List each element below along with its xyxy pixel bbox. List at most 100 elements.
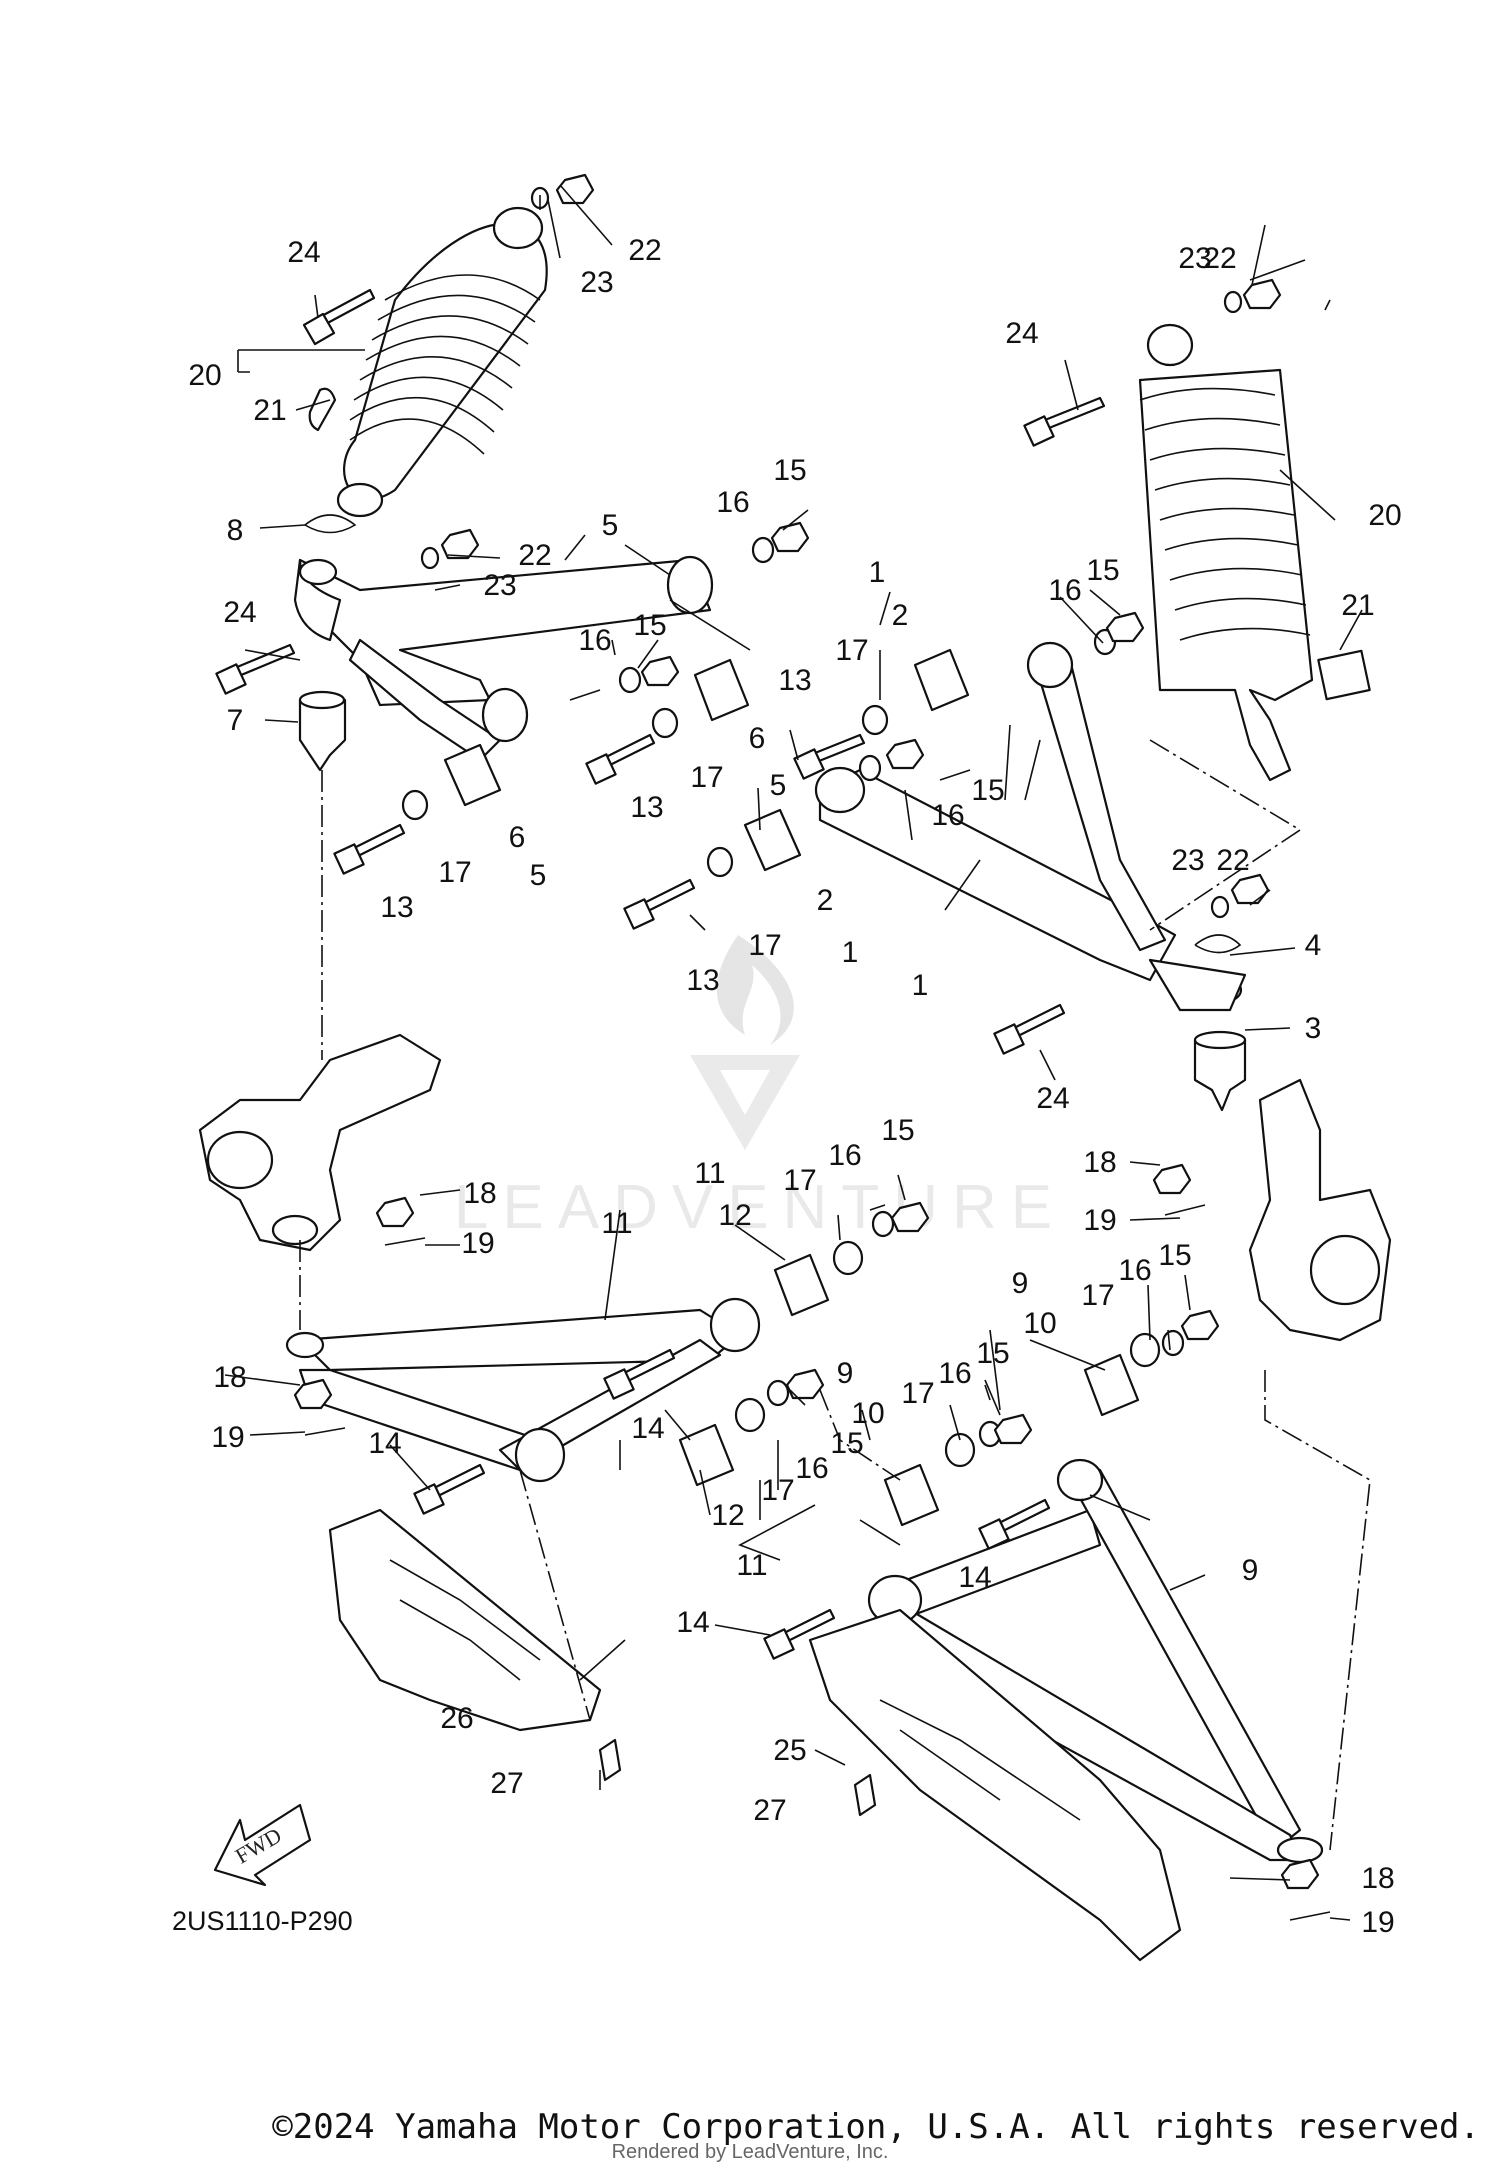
lower-arm-right xyxy=(867,1458,1324,1864)
callout-15: 15 xyxy=(1086,554,1119,587)
ball-joint-3 xyxy=(1193,1030,1247,1112)
callout-15: 15 xyxy=(971,774,1004,807)
callout-17: 17 xyxy=(783,1164,816,1197)
callout-3: 3 xyxy=(1305,1012,1322,1045)
callout-11: 11 xyxy=(736,1549,767,1582)
callout-14: 14 xyxy=(631,1412,664,1445)
callout-6: 6 xyxy=(509,821,526,854)
callout-20: 20 xyxy=(1368,499,1401,532)
callout-23: 23 xyxy=(1171,844,1204,877)
callout-13: 13 xyxy=(630,791,663,824)
callout-16: 16 xyxy=(1048,574,1081,607)
callout-7: 7 xyxy=(227,704,244,737)
callout-25: 25 xyxy=(773,1734,806,1767)
callout-15: 15 xyxy=(1158,1239,1191,1272)
callout-18: 18 xyxy=(1361,1862,1394,1895)
callout-14: 14 xyxy=(958,1561,991,1594)
callout-15: 15 xyxy=(773,454,806,487)
callout-18: 18 xyxy=(1083,1146,1116,1179)
callout-13: 13 xyxy=(686,964,719,997)
callout-1: 1 xyxy=(869,556,886,589)
callout-5: 5 xyxy=(530,859,547,892)
leadventure-logo-icon xyxy=(690,935,800,1150)
callout-21: 21 xyxy=(1341,589,1374,622)
callout-23-right: 23 xyxy=(1178,242,1211,275)
callout-27: 27 xyxy=(490,1767,523,1800)
callout-23: 23 xyxy=(580,266,613,299)
knuckle-right xyxy=(1248,1078,1392,1342)
ball-joint-7 xyxy=(298,690,347,772)
callout-26: 26 xyxy=(440,1702,473,1735)
callout-16: 16 xyxy=(578,624,611,657)
callout-1: 1 xyxy=(912,969,929,1002)
callout-8: 8 xyxy=(227,514,244,547)
callout-16: 16 xyxy=(1118,1254,1151,1287)
copyright-notice: ©2024 Yamaha Motor Corporation, U.S.A. A… xyxy=(272,2107,1480,2147)
circlip-8 xyxy=(304,514,357,534)
callout-24: 24 xyxy=(287,236,320,269)
callout-13: 13 xyxy=(778,664,811,697)
callout-16: 16 xyxy=(716,486,749,519)
knuckle-left xyxy=(198,1033,442,1252)
callout-19: 19 xyxy=(211,1421,244,1454)
watermark-text: LEADVENTURE xyxy=(454,1173,1066,1242)
callout-5: 5 xyxy=(602,509,619,542)
callout-14: 14 xyxy=(368,1427,401,1460)
callout-labels: 24 22 23 20 21 8 5 22 23 24 7 16 15 16 1… xyxy=(188,234,1401,1939)
callout-9: 9 xyxy=(1012,1267,1029,1300)
callout-14: 14 xyxy=(676,1606,709,1639)
callout-4: 4 xyxy=(1305,929,1322,962)
callout-10: 10 xyxy=(851,1397,884,1430)
callout-17: 17 xyxy=(835,634,868,667)
leadventure-watermark: LEADVENTURE xyxy=(454,935,1066,1242)
callout-17: 17 xyxy=(1081,1279,1114,1312)
callout-12: 12 xyxy=(718,1199,751,1232)
callout-16: 16 xyxy=(828,1139,861,1172)
diagram-code: 2US1110-P290 xyxy=(172,1906,353,1936)
callout-24: 24 xyxy=(1005,317,1038,350)
guard-left-26 xyxy=(328,1508,602,1732)
callout-19: 19 xyxy=(1361,1906,1394,1939)
callout-17: 17 xyxy=(438,856,471,889)
leader-lines xyxy=(224,184,1363,1921)
callout-19: 19 xyxy=(1083,1204,1116,1237)
callout-6: 6 xyxy=(749,722,766,755)
callout-17: 17 xyxy=(901,1377,934,1410)
callout-2: 2 xyxy=(892,599,909,632)
hardware-small-parts xyxy=(215,173,1331,1921)
centerlines xyxy=(299,739,1371,1851)
callout-24: 24 xyxy=(1036,1082,1069,1115)
callout-22: 22 xyxy=(1216,844,1249,877)
callout-22: 22 xyxy=(518,539,551,572)
callout-16: 16 xyxy=(931,799,964,832)
callout-9: 9 xyxy=(1242,1554,1259,1587)
callout-10: 10 xyxy=(1023,1307,1056,1340)
callout-20: 20 xyxy=(188,359,221,392)
callout-22: 22 xyxy=(1203,242,1236,275)
callout-15: 15 xyxy=(830,1427,863,1460)
callout-2: 2 xyxy=(817,884,834,917)
callout-11: 11 xyxy=(601,1207,632,1240)
callout-21: 21 xyxy=(253,394,286,427)
callout-16: 16 xyxy=(795,1452,828,1485)
circlip-4 xyxy=(1194,934,1242,954)
callout-17: 17 xyxy=(690,761,723,794)
callout-17: 17 xyxy=(761,1474,794,1507)
callout-5: 5 xyxy=(770,769,787,802)
callout-23: 23 xyxy=(483,569,516,602)
callout-15: 15 xyxy=(633,609,666,642)
rendered-by-note: Rendered by LeadVenture, Inc. xyxy=(612,2141,889,2163)
callout-18: 18 xyxy=(463,1177,496,1210)
guard-right-25 xyxy=(808,1608,1182,1962)
right-shock-absorber xyxy=(1138,323,1371,782)
callout-13: 13 xyxy=(380,891,413,924)
callout-11: 11 xyxy=(694,1157,725,1190)
callout-1: 1 xyxy=(842,936,859,969)
fwd-arrow-icon: FWD xyxy=(213,1803,312,1887)
callout-15: 15 xyxy=(976,1337,1009,1370)
callout-27: 27 xyxy=(753,1794,786,1827)
callout-18: 18 xyxy=(213,1361,246,1394)
callout-16: 16 xyxy=(938,1357,971,1390)
callout-24: 24 xyxy=(223,596,256,629)
